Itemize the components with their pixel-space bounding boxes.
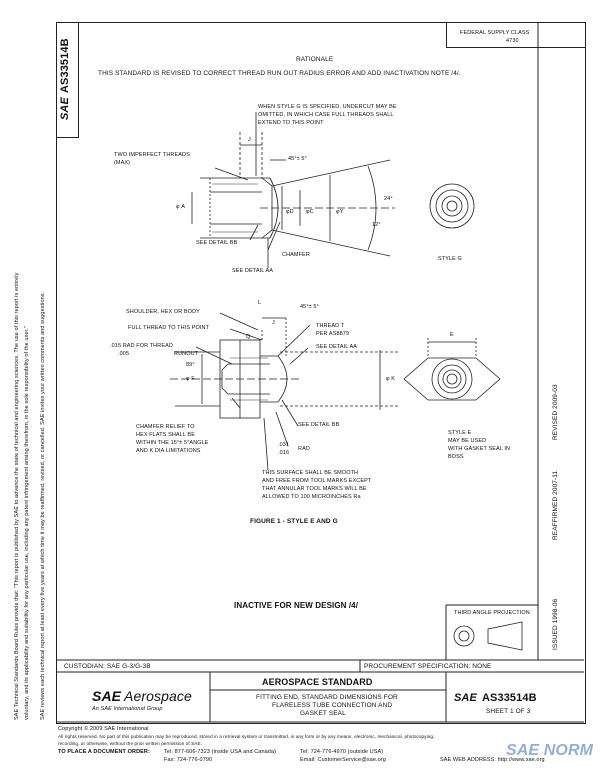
dim-c: φC bbox=[306, 209, 314, 215]
sheet-number: SHEET 1 OF 3 bbox=[486, 708, 531, 715]
title-line-2: FLARELESS TUBE CONNECTION AND bbox=[272, 702, 393, 709]
footer-fax: Fax: 724-776-0790 bbox=[164, 757, 213, 763]
footer-tel1: Tel: 877-606-7323 (inside USA and Canada… bbox=[164, 749, 277, 755]
title-line-1: FITTING END, STANDARD DIMENSIONS FOR bbox=[256, 694, 398, 701]
dim-y: φY bbox=[336, 209, 344, 215]
procurement-label: PROCUREMENT SPECIFICATION: NONE bbox=[364, 663, 492, 670]
surface-note-1: THIS SURFACE SHALL BE SMOOTH bbox=[262, 470, 359, 476]
federal-supply-line2: 4730 bbox=[506, 38, 519, 44]
shoulder-label: SHOULDER, HEX OR BODY bbox=[126, 309, 200, 315]
chamfer-relief-1: CHAMFER RELIEF TO bbox=[136, 424, 195, 430]
reaffirmed-date: REAFFIRMED 2007-11 bbox=[552, 470, 559, 540]
detail-aa-mid: SEE DETAIL AA bbox=[316, 344, 358, 350]
rad-031: .031 bbox=[278, 442, 290, 448]
two-imperfect-max: (MAX) bbox=[114, 160, 131, 166]
aerospace-standard-heading: AEROSPACE STANDARD bbox=[262, 677, 373, 687]
chamfer-label: CHAMFER bbox=[282, 252, 310, 258]
custodian-label: CUSTODIAN: SAE G-3/G-3B bbox=[64, 663, 151, 670]
chamfer-relief-3: WITHIN THE 15°± 5°ANGLE bbox=[136, 440, 209, 446]
federal-supply-line1: FEDERAL SUPPLY CLASS bbox=[460, 30, 530, 36]
chamfer-relief-4: AND K DIA LIMITATIONS bbox=[136, 448, 201, 454]
detail-bb-top: SEE DETAIL BB bbox=[196, 240, 238, 246]
rad-thread-2: .005 bbox=[118, 351, 130, 357]
dim-j-mid: J bbox=[272, 320, 275, 326]
figure-caption: FIGURE 1 - STYLE E AND G bbox=[250, 518, 338, 525]
surface-note-4: ALLOWED TO 100 MICROINCHES Ra bbox=[262, 494, 361, 500]
dim-d: φD bbox=[286, 209, 294, 215]
footer-email: Email: CustomerService@sae.org bbox=[300, 757, 386, 763]
dim-e: E bbox=[450, 332, 454, 338]
doc-number: AS33514B bbox=[482, 692, 537, 704]
detail-bb-mid: SEE DETAIL BB bbox=[298, 422, 340, 428]
note-style-g-1: WHEN STYLE G IS SPECIFIED, UNDERCUT MAY … bbox=[258, 104, 397, 110]
dim-k: φ K bbox=[386, 376, 396, 382]
angle-45-top: 45°± 5° bbox=[288, 156, 307, 162]
sae-logo-mark: SAE bbox=[92, 688, 122, 704]
dim-l: L bbox=[258, 300, 262, 306]
angle-45-mid: 45°± 5° bbox=[300, 304, 319, 310]
thread-t-2: PER AS8879 bbox=[316, 331, 350, 337]
angle-89: 89° bbox=[186, 362, 195, 368]
style-e-4: BOSS bbox=[448, 454, 464, 460]
footer-rights-2: recording, or otherwise, without the pri… bbox=[58, 741, 203, 746]
footer-order: TO PLACE A DOCUMENT ORDER: bbox=[58, 749, 150, 755]
rad-thread-3: RUNOUT bbox=[174, 351, 199, 357]
footer-tel2: Tel: 724-776-4970 (outside USA) bbox=[300, 749, 384, 755]
drawing-frame bbox=[56, 22, 586, 724]
rad-thread-1: .015 RAD FOR THREAD bbox=[110, 343, 173, 349]
dim-f: φ F bbox=[186, 376, 195, 382]
footer-rights: All rights reserved. No part of this pub… bbox=[58, 734, 435, 739]
style-e-3: WITH GASKET SEAL IN bbox=[448, 446, 511, 452]
rationale-title: RATIONALE bbox=[296, 56, 334, 63]
footer-copyright: Copyright © 2009 SAE International bbox=[58, 726, 149, 732]
inactive-note: INACTIVE FOR NEW DESIGN /4/ bbox=[234, 601, 359, 610]
detail-aa-top: SEE DETAIL AA bbox=[232, 268, 274, 274]
watermark: SAE NORM bbox=[506, 742, 594, 759]
title-line-3: GASKET SEAL bbox=[300, 710, 346, 717]
projection-label: THIRD ANGLE PROJECTION bbox=[454, 610, 530, 616]
two-imperfect-threads: TWO IMPERFECT THREADS bbox=[114, 152, 190, 158]
angle-12: 12° bbox=[372, 222, 381, 228]
rationale-text: THIS STANDARD IS REVISED TO CORRECT THRE… bbox=[98, 70, 461, 77]
dim-j-top: J bbox=[248, 137, 251, 143]
thread-t-1: THREAD T bbox=[316, 323, 345, 329]
doc-sae-mark: SAE bbox=[454, 692, 477, 704]
revised-date: REVISED 2009-03 bbox=[552, 384, 559, 440]
sae-logo-aerospace: Aerospace bbox=[124, 688, 192, 704]
rad-label: RAD bbox=[298, 446, 310, 452]
style-e-1: STYLE E bbox=[448, 430, 472, 436]
issued-date: ISSUED 1998-06 bbox=[552, 598, 559, 650]
rad-016: .016 bbox=[278, 450, 290, 456]
surface-note-3: THAT ANNULAR TOOL MARKS WILL BE bbox=[262, 486, 367, 492]
sae-logo-subtitle: An SAE International Group bbox=[92, 706, 163, 712]
dim-a: φ A bbox=[176, 204, 186, 210]
angle-24: 24° bbox=[384, 196, 393, 202]
note-style-g-2: OMITTED, IN WHICH CASE FULL THREADS SHAL… bbox=[258, 112, 394, 118]
footer-web: SAE WEB ADDRESS: http://www.sae.org bbox=[440, 757, 545, 763]
side-tag-box bbox=[56, 22, 79, 138]
full-thread-label: FULL THREAD TO THIS POINT bbox=[128, 325, 210, 331]
note-style-g-3: EXTEND TO THIS POINT bbox=[258, 120, 324, 126]
federal-supply-box bbox=[446, 22, 585, 48]
style-e-2: MAY BE USED bbox=[448, 438, 487, 444]
style-g-label: STYLE G bbox=[438, 256, 462, 262]
surface-note-2: AND FREE FROM TOOL MARKS EXCEPT bbox=[262, 478, 372, 484]
chamfer-relief-2: HEX FLATS SHALL BE bbox=[136, 432, 195, 438]
dim-q: Q bbox=[246, 334, 251, 340]
